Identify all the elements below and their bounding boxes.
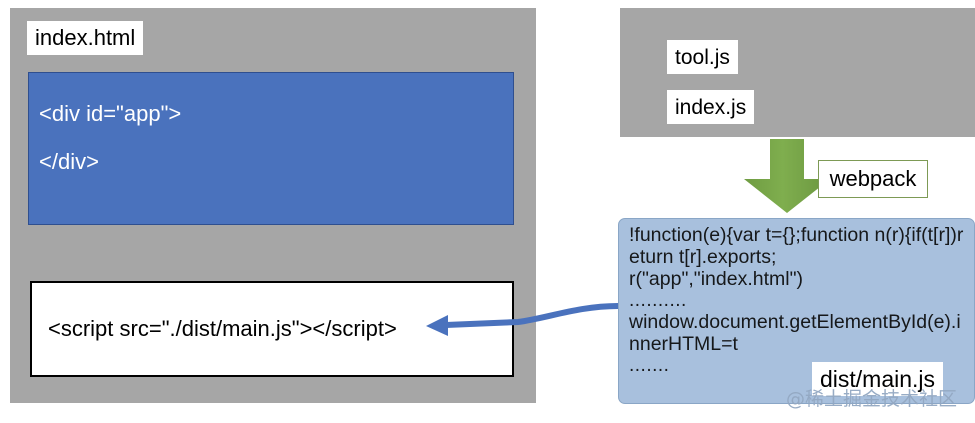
bundle-code-line-5: ....... — [629, 355, 670, 377]
webpack-label-text: webpack — [829, 166, 917, 191]
file-label-dist-main-js: dist/main.js — [812, 362, 944, 396]
watermark: @稀土掘金技术社区 — [786, 388, 958, 410]
html-snippet-line-close: </div> — [39, 149, 99, 174]
html-snippet-line-open: <div id="app"> — [39, 101, 182, 126]
file-label-index-html: index.html — [27, 21, 144, 55]
bundle-code-line-4: window.document.getElementById(e).innerH… — [629, 310, 961, 355]
bundle-code-line-2: r("app","index.html") — [629, 267, 803, 290]
script-tag-box: <script src="./dist/main.js"></script> — [30, 281, 514, 377]
file-label-tool-js: tool.js — [667, 40, 738, 74]
down-arrow-icon — [744, 139, 830, 213]
html-snippet-box: <div id="app"> </div> — [28, 72, 514, 225]
file-label-index-js: index.js — [667, 90, 755, 124]
script-tag-text: <script src="./dist/main.js"></script> — [48, 316, 397, 341]
bundle-code-line-3: .......... — [629, 290, 687, 312]
webpack-label: webpack — [818, 160, 928, 198]
bundle-code-line-1: !function(e){var t={};function n(r){if(t… — [629, 224, 964, 268]
